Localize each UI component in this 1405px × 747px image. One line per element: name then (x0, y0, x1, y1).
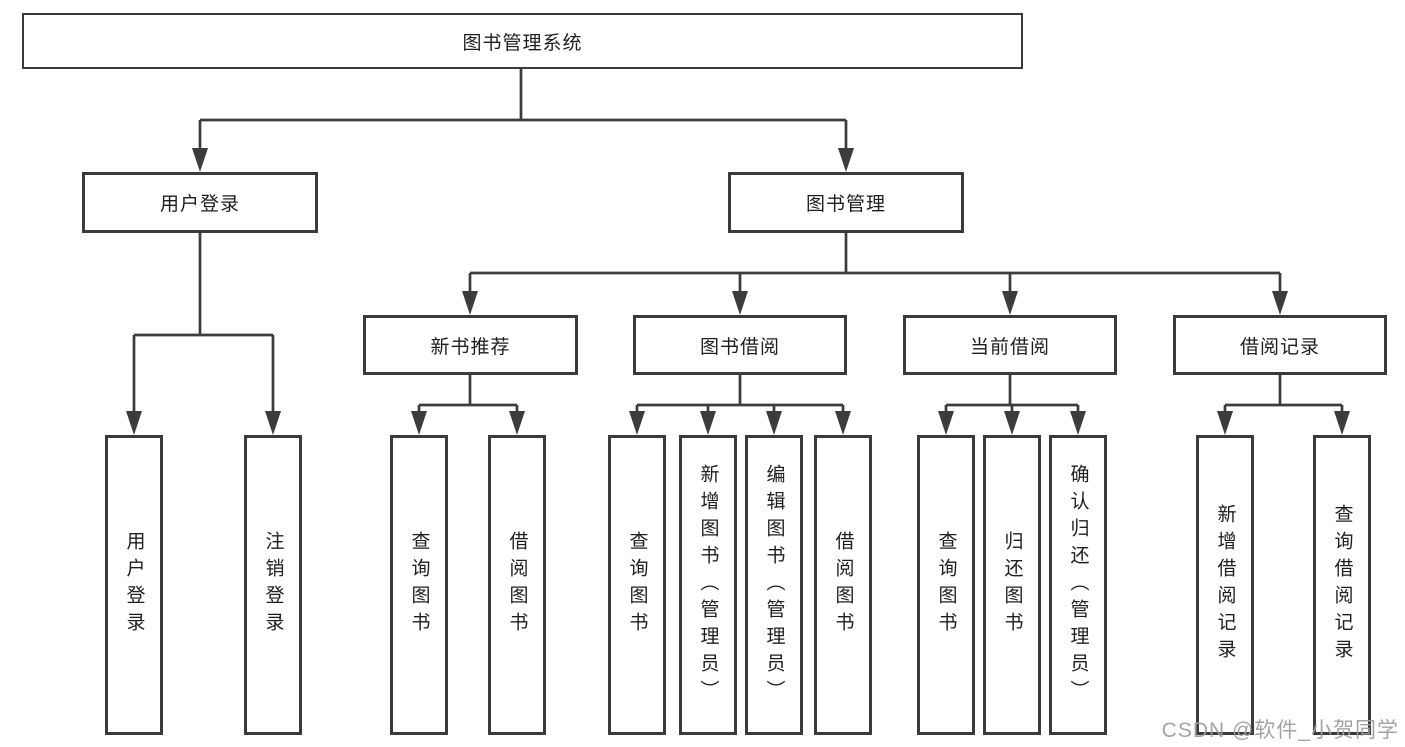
leaf-borrow-edit-books-admin: 编辑图书（管理员） (745, 435, 803, 735)
leaf-borrow-query-books: 查询图书 (608, 435, 666, 735)
leaf-borrow-query-books-label: 查询图书 (626, 531, 648, 639)
leaf-record-add: 新增借阅记录 (1196, 435, 1254, 735)
leaf-logout-label: 注销登录 (262, 531, 284, 639)
node-root: 图书管理系统 (22, 13, 1023, 69)
leaf-record-query-label: 查询借阅记录 (1331, 504, 1353, 666)
leaf-borrow-edit-books-admin-label: 编辑图书（管理员） (763, 463, 785, 707)
leaf-current-confirm-return-admin: 确认归还（管理员） (1049, 435, 1107, 735)
leaf-borrow-add-books-admin: 新增图书（管理员） (679, 435, 737, 735)
node-book-management: 图书管理 (728, 172, 964, 233)
leaf-rec-borrow-books: 借阅图书 (488, 435, 546, 735)
leaf-rec-borrow-books-label: 借阅图书 (506, 531, 528, 639)
node-book-borrowing: 图书借阅 (633, 315, 847, 375)
leaf-record-query: 查询借阅记录 (1313, 435, 1371, 735)
leaf-borrow-borrow-books-label: 借阅图书 (832, 531, 854, 639)
leaf-record-add-label: 新增借阅记录 (1214, 504, 1236, 666)
leaf-current-query-books-label: 查询图书 (935, 531, 957, 639)
node-borrowing-records: 借阅记录 (1173, 315, 1387, 375)
leaf-borrow-add-books-admin-label: 新增图书（管理员） (697, 463, 719, 707)
leaf-logout: 注销登录 (244, 435, 302, 735)
leaf-current-confirm-return-admin-label: 确认归还（管理员） (1067, 463, 1089, 707)
leaf-rec-query-books-label: 查询图书 (408, 531, 430, 639)
node-user-login: 用户登录 (82, 172, 318, 233)
watermark: CSDN @软件_小贺同学 (1161, 719, 1399, 742)
leaf-user-login-label: 用户登录 (123, 531, 145, 639)
node-new-book-recommend: 新书推荐 (363, 315, 578, 375)
leaf-current-return-books-label: 归还图书 (1001, 531, 1023, 639)
leaf-current-query-books: 查询图书 (917, 435, 975, 735)
node-current-borrowing: 当前借阅 (903, 315, 1117, 375)
leaf-current-return-books: 归还图书 (983, 435, 1041, 735)
leaf-rec-query-books: 查询图书 (390, 435, 448, 735)
leaf-user-login: 用户登录 (105, 435, 163, 735)
leaf-borrow-borrow-books: 借阅图书 (814, 435, 872, 735)
